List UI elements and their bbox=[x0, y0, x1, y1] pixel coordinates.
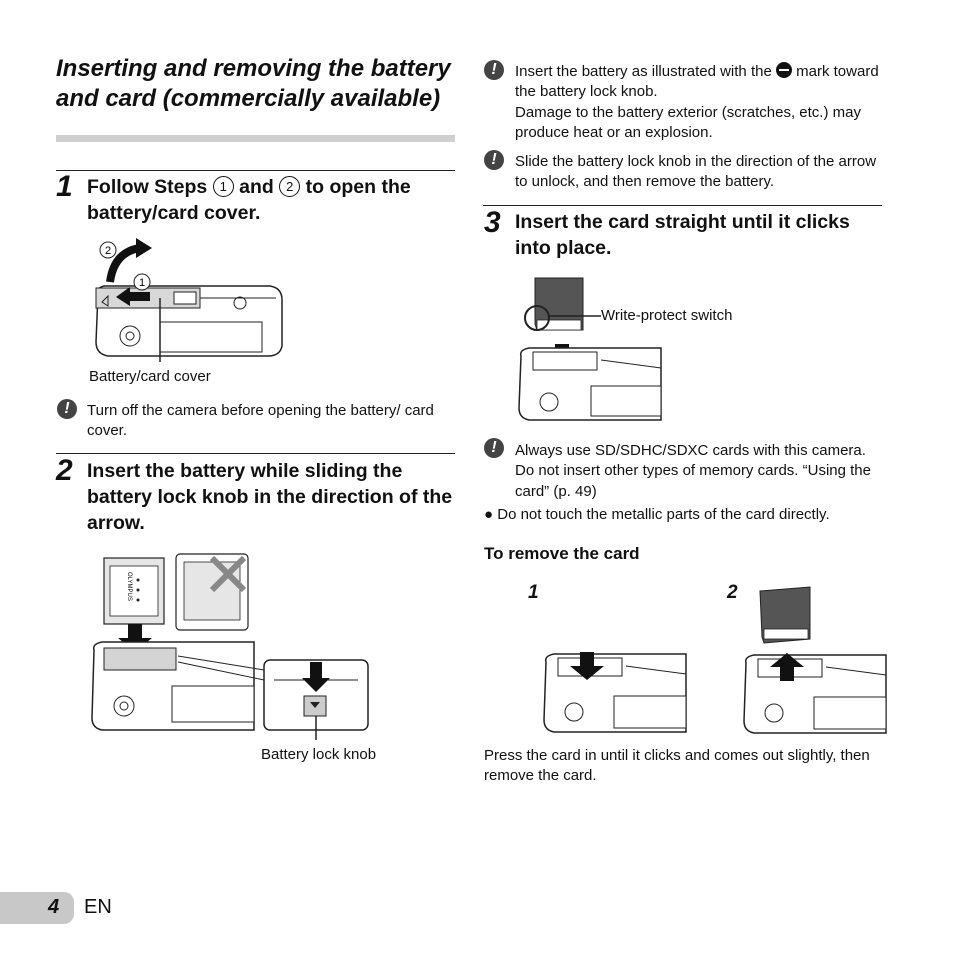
fig1-label-1: 1 bbox=[139, 277, 145, 289]
warning-icon: ! bbox=[484, 438, 504, 458]
right-note-1-c: Damage to the battery exterior (scratche… bbox=[515, 103, 861, 141]
warning-icon: ! bbox=[484, 150, 504, 170]
step2-battery-figure: OLYMPUS bbox=[91, 553, 369, 740]
step3-instruction: Insert the card straight until it clicks… bbox=[515, 211, 850, 259]
step1-text-a: Follow Steps bbox=[87, 176, 208, 198]
step2-instruction: Insert the battery while sliding the bat… bbox=[87, 460, 453, 534]
step3-number: 3 bbox=[484, 206, 501, 239]
warning-icon: ! bbox=[484, 60, 504, 80]
page-number: 4 bbox=[48, 896, 60, 918]
step1-text-b: and bbox=[239, 176, 274, 198]
minus-mark-icon bbox=[775, 62, 792, 78]
right-note-2: Slide the battery lock knob in the direc… bbox=[515, 153, 877, 191]
remove-step1-figure bbox=[543, 652, 687, 733]
step3-card-figure bbox=[518, 277, 662, 421]
step1-caption: Battery/card cover bbox=[89, 368, 211, 385]
step1-circle-1: 1 bbox=[212, 176, 234, 197]
page-number-tab bbox=[0, 892, 74, 924]
right-note-1-b: mark toward the battery lock knob. bbox=[515, 63, 879, 101]
remove-caption: Press the card in until it clicks and co… bbox=[484, 747, 870, 785]
step2-caption: Battery lock knob bbox=[261, 746, 377, 763]
right-note-1: Insert the battery as illustrated with t… bbox=[515, 62, 885, 143]
step3-bullet: ● Do not touch the metallic parts of the… bbox=[484, 505, 884, 525]
right-note-1-a: Insert the battery as illustrated with t… bbox=[515, 63, 772, 80]
warning-icon: ! bbox=[57, 399, 77, 419]
step3-caption: Write-protect switch bbox=[601, 307, 733, 324]
step1-circle-2: 2 bbox=[279, 176, 301, 197]
step1-number: 1 bbox=[56, 170, 73, 203]
language-code: EN bbox=[84, 896, 112, 918]
step3-note: Always use SD/SDHC/SDXC cards with this … bbox=[515, 442, 871, 500]
step1-text-c: to open the battery/card cover. bbox=[87, 176, 411, 224]
step1-note: Turn off the camera before opening the b… bbox=[87, 402, 434, 440]
step2-number: 2 bbox=[56, 454, 73, 487]
remove-heading: To remove the card bbox=[484, 544, 640, 563]
remove-step-2: 2 bbox=[727, 582, 738, 603]
page-title: Inserting and removing the battery and c… bbox=[56, 55, 451, 112]
step1-rule bbox=[56, 170, 455, 171]
battery-brand-label: OLYMPUS bbox=[126, 572, 132, 601]
remove-step-1: 1 bbox=[528, 582, 539, 603]
step3-bullet-text: Do not touch the metallic parts of the c… bbox=[497, 506, 830, 523]
title-underline bbox=[56, 135, 455, 142]
fig1-label-2: 2 bbox=[105, 245, 111, 257]
bullet-icon: ● bbox=[484, 506, 494, 523]
remove-step2-figure bbox=[743, 586, 887, 734]
step1-camera-figure: 2 1 bbox=[95, 238, 283, 362]
step3-rule bbox=[483, 205, 882, 206]
step1-instruction: Follow Steps 1 and 2 to open the battery… bbox=[87, 174, 457, 226]
step2-rule bbox=[56, 453, 455, 454]
